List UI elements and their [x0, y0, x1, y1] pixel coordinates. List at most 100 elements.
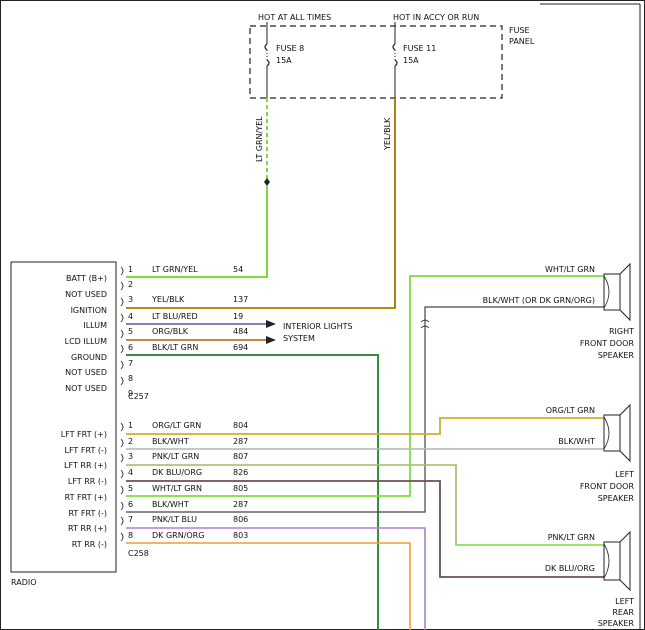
arrow-icon	[266, 336, 276, 344]
pin-number: 5	[128, 327, 133, 336]
radio-label: RADIO	[11, 578, 37, 587]
pin-number: 7	[128, 359, 133, 368]
fuse11-symbol	[392, 43, 398, 98]
wire-code: ORG/BLK	[152, 327, 189, 336]
radio-box	[10, 261, 117, 573]
radio-pin-label: RT RR (+)	[68, 524, 107, 533]
circuit-number: 287	[233, 437, 248, 446]
radio-pin-label: GROUND	[71, 353, 107, 362]
wire-code: BLK/WHT	[152, 500, 189, 509]
wire-code: BLK/WHT	[152, 437, 189, 446]
fuse8-name: FUSE 8	[276, 44, 304, 53]
circuit-number: 54	[233, 265, 243, 274]
circuit-number: 137	[233, 295, 248, 304]
wire-code: DK GRN/ORG	[152, 531, 204, 540]
speaker-label: SPEAKER	[598, 351, 635, 360]
speaker-icon	[603, 403, 631, 463]
pin-number: 7	[128, 515, 133, 524]
speaker-wire-label: WHT/LT GRN	[545, 265, 595, 274]
wire-code: LT BLU/RED	[152, 312, 198, 321]
circuit-number: 826	[233, 468, 248, 477]
pin-number: 3	[128, 452, 133, 461]
arrow-icon	[266, 320, 276, 328]
radio-pin-label: LFT FRT (+)	[61, 430, 107, 439]
speaker-label: FRONT DOOR	[580, 339, 635, 348]
pin-number: 4	[128, 312, 133, 321]
pin-number: 1	[128, 421, 133, 430]
wire-ground-stripe	[126, 354, 379, 630]
circuit-number: 804	[233, 421, 248, 430]
radio-pin-label: NOT USED	[65, 384, 107, 393]
fuse-panel-label: FUSE	[509, 26, 530, 35]
radio-pin-label: NOT USED	[65, 290, 107, 299]
speaker-label: FRONT DOOR	[580, 482, 635, 491]
wire-lft-frt-pos-stripe	[126, 417, 604, 435]
radio-pin-label: BATT (B+)	[66, 274, 107, 283]
fuse-panel-label-2: PANEL	[509, 37, 535, 46]
fuse11-name: FUSE 11	[403, 44, 436, 53]
wire-lft-rr-pos-stripe	[126, 464, 457, 545]
circuit-number: 807	[233, 452, 248, 461]
pin-number: 3	[128, 295, 133, 304]
pin-number: 4	[128, 468, 133, 477]
splice-diamond	[264, 178, 270, 186]
wire-label-lt-grn-yel: LT GRN/YEL	[255, 116, 264, 162]
wire-code: WHT/LT GRN	[152, 484, 202, 493]
radio-pin-label: IGNITION	[71, 306, 107, 315]
speaker-icon	[603, 262, 631, 322]
pin-number: 6	[128, 343, 133, 352]
circuit-number: 484	[233, 327, 248, 336]
wire-code: YEL/BLK	[151, 295, 185, 304]
circuit-number: 806	[233, 515, 248, 524]
wire-code: DK BLU/ORG	[152, 468, 202, 477]
pin-number: 8	[128, 374, 133, 383]
circuit-number: 19	[233, 312, 243, 321]
wire-lft-rr-neg-stripe	[126, 480, 604, 578]
connector-c258: C258	[128, 549, 149, 558]
radio-pin-label: RT FRT (-)	[68, 509, 107, 518]
wire-code: ORG/LT GRN	[152, 421, 201, 430]
radio-pin-label: LFT FRT (-)	[65, 446, 107, 455]
speaker-label: REAR	[612, 608, 634, 617]
speaker-label: LEFT	[615, 470, 634, 479]
pin-number: 1	[128, 265, 133, 274]
wire-code: PNK/LT BLU	[152, 515, 197, 524]
speaker-wire-label: PNK/LT GRN	[548, 533, 595, 542]
pin-number: 2	[128, 280, 133, 289]
wire-label-yel-blk: YEL/BLK	[383, 117, 392, 151]
fuse8-rating: 15A	[276, 56, 292, 65]
speaker-wire-label: DK BLU/ORG	[545, 564, 595, 573]
hot-at-all-times-label: HOT AT ALL TIMES	[258, 13, 331, 22]
wire-rt-rr-pos-stripe	[126, 527, 426, 630]
radio-pin-label: ILLUM	[83, 321, 107, 330]
wire-rt-frt-neg	[126, 306, 604, 513]
pin-number: 6	[128, 500, 133, 509]
speaker-label: SPEAKER	[598, 619, 635, 628]
splice-symbol	[420, 319, 430, 329]
wire-code: PNK/LT GRN	[152, 452, 199, 461]
radio-pin-label: LCD ILLUM	[65, 337, 107, 346]
interior-lights-label: INTERIOR LIGHTS	[283, 322, 353, 331]
circuit-number: 694	[233, 343, 248, 352]
circuit-number: 803	[233, 531, 248, 540]
speaker-label: RIGHT	[609, 327, 634, 336]
speaker-wire-label: BLK/WHT	[558, 437, 595, 446]
wire-code: LT GRN/YEL	[152, 265, 198, 274]
radio-pin-label: LFT RR (+)	[64, 461, 107, 470]
connector-c257: C257	[128, 392, 149, 401]
wire-ignition-stripe	[126, 98, 396, 309]
circuit-number: 805	[233, 484, 248, 493]
pin-number: 2	[128, 437, 133, 446]
wire-batt	[126, 186, 268, 278]
wire-rt-rr-neg	[126, 542, 411, 630]
pin-number: 8	[128, 531, 133, 540]
wire-rt-frt-pos	[126, 275, 604, 497]
pin-number: 5	[128, 484, 133, 493]
speaker-icon	[603, 530, 631, 592]
fuse8-symbol	[264, 43, 270, 98]
speaker-wire-label: ORG/LT GRN	[546, 406, 595, 415]
radio-pin-label: NOT USED	[65, 368, 107, 377]
interior-lights-label-2: SYSTEM	[283, 334, 315, 343]
radio-pin-label: LFT RR (-)	[68, 477, 107, 486]
